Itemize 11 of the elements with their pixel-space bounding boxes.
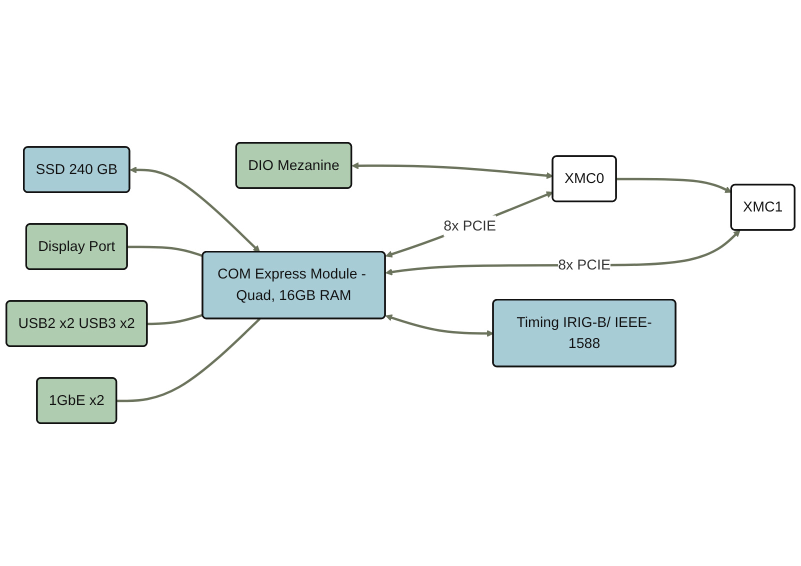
arrow [130,166,260,252]
connector [116,318,261,402]
arrow [616,178,732,193]
connector [147,314,204,326]
edge-label: 8x PCIE [444,218,496,234]
arrow [385,230,740,276]
arrow [385,314,494,337]
connector [127,246,204,258]
arrow [352,162,554,180]
edge-label: 8x PCIE [558,256,610,273]
arrow [385,191,554,258]
